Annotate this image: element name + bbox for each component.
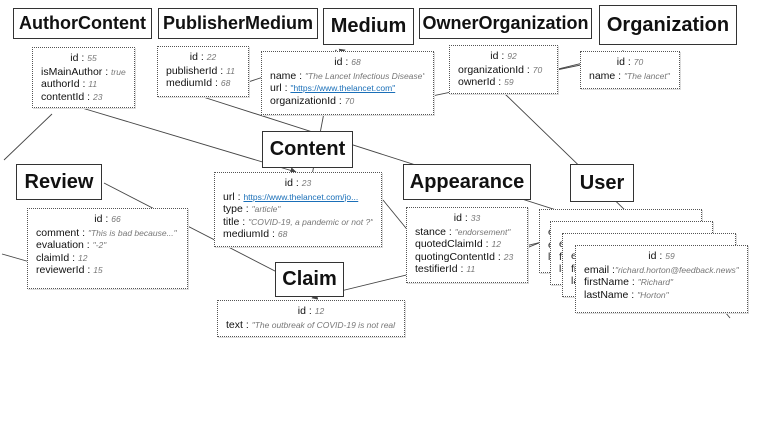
publishermedium-card[interactable]: id : 22 publisherId : 11 mediumId : 68 — [157, 46, 249, 97]
medium-url-link[interactable]: "https://www.thelancet.com" — [290, 83, 396, 93]
edge-appearance-content — [382, 199, 411, 234]
id-row: id : 33 — [453, 212, 481, 224]
title-publishermedium[interactable]: PublisherMedium — [158, 8, 318, 39]
organization-card[interactable]: id : 70 name : "The lancet" — [580, 51, 680, 89]
field-ownerid: ownerId : 59 — [458, 76, 514, 88]
field-email: email :"richard.horton@feedback.news" — [584, 263, 739, 276]
ghost-row: fi — [571, 262, 577, 275]
id-row: id : 70 — [616, 56, 644, 68]
id-row: id : 92 — [490, 50, 517, 62]
field-authorid: authorId : 11 — [41, 78, 98, 90]
id-row: id : 66 — [94, 213, 121, 225]
review-card[interactable]: id : 66 comment : "This is bad because..… — [27, 208, 188, 289]
ownerorganization-card[interactable]: id : 92 organizationId : 70 ownerId : 59 — [449, 45, 558, 94]
id-row: id : 59 — [648, 250, 675, 262]
field-reviewerid: reviewerId : 15 — [36, 264, 103, 276]
title-review[interactable]: Review — [16, 164, 102, 200]
title-claim[interactable]: Claim — [275, 262, 344, 297]
ghost-row: e — [571, 250, 577, 262]
id-row: id : 68 — [334, 56, 361, 68]
field-comment: comment : "This is bad because..." — [36, 226, 177, 239]
title-user[interactable]: User — [570, 164, 634, 202]
content-url-link[interactable]: https://www.thelancet.com/jo... — [243, 191, 359, 202]
title-appearance[interactable]: Appearance — [403, 164, 531, 200]
field-evaluation: evaluation : "-2" — [36, 239, 107, 251]
edge-authorcontent-content — [81, 107, 297, 174]
edge-review-left — [1, 253, 31, 263]
field-stance: stance : "endorsement" — [415, 225, 511, 238]
field-quotedclaimid: quotedClaimId : 12 — [415, 238, 501, 250]
field-ismainauthor: isMainAuthor : true — [41, 65, 126, 78]
title-organization[interactable]: Organization — [599, 5, 737, 45]
user-card[interactable]: id : 59 email :"richard.horton@feedback.… — [575, 245, 748, 313]
field-type: type : "article" — [223, 203, 281, 215]
field-contentid: contentId : 23 — [41, 90, 103, 103]
field-title: title : "COVID-19, a pandemic or not ?" — [223, 215, 373, 228]
appearance-card[interactable]: id : 33 stance : "endorsement" quotedCla… — [406, 207, 528, 283]
field-claimid: claimId : 12 — [36, 251, 88, 264]
ghost-row: e — [559, 238, 704, 251]
edge-authorcontent-left — [3, 113, 53, 161]
id-row: id : 23 — [284, 177, 312, 189]
field-organizationid: organizationId : 70 — [458, 63, 543, 76]
content-card[interactable]: id : 23 url : https://www.thelancet.com/… — [214, 172, 382, 247]
field-testifierid: testifierId : 11 — [415, 263, 476, 275]
field-quotingcontentid: quotingContentId : 23 — [415, 250, 514, 263]
field-firstname: firstName : "Richard" — [584, 276, 674, 288]
field-text: text : "The outbreak of COVID-19 is not … — [226, 318, 396, 331]
edge-review-claim — [103, 182, 309, 289]
field-mediumid: mediumId : 68 — [166, 77, 231, 89]
field-mediumid: mediumId : 68 — [223, 228, 288, 240]
field-url: url : "https://www.thelancet.com" — [270, 82, 396, 94]
field-name: name : "The lancet" — [589, 69, 670, 82]
field-organizationid: organizationId : 70 — [270, 94, 355, 107]
ghost-row: fi — [559, 251, 704, 264]
field-publisherid: publisherId : 11 — [166, 64, 235, 77]
title-medium[interactable]: Medium — [323, 8, 414, 45]
claim-card[interactable]: id : 12 text : "The outbreak of COVID-19… — [217, 300, 405, 337]
authorcontent-card[interactable]: id : 55 isMainAuthor : true authorId : 1… — [32, 47, 135, 108]
field-lastname: lastName : "Horton" — [584, 288, 669, 301]
title-ownerorganization[interactable]: OwnerOrganization — [419, 8, 592, 39]
medium-card[interactable]: id : 68 name : "The Lancet Infectious Di… — [261, 51, 434, 115]
field-url: url : https://www.thelancet.com/jo... — [223, 190, 359, 203]
id-row: id : 12 — [297, 305, 325, 317]
id-row: id : 22 — [189, 51, 217, 63]
field-name: name : "The Lancet Infectious Disease" — [270, 69, 425, 82]
id-row: id : 55 — [70, 52, 97, 64]
title-authorcontent[interactable]: AuthorContent — [13, 8, 152, 39]
title-content[interactable]: Content — [262, 131, 353, 168]
